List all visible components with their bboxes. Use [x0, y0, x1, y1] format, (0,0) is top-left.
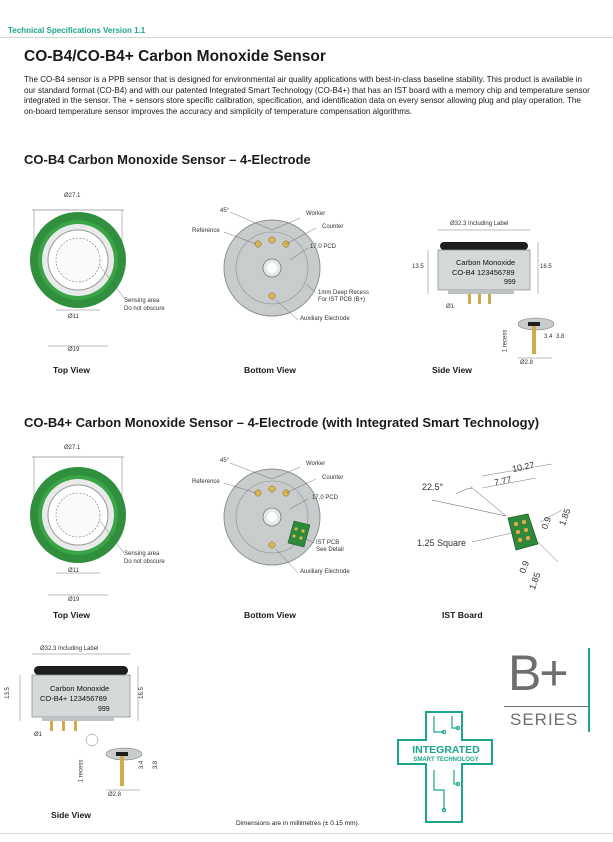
badge-series: SERIES	[510, 710, 579, 729]
s2-side-label3: 999	[98, 706, 110, 713]
s1-bottom-angle: 45°	[220, 208, 230, 214]
s2-bottom-angle: 45°	[220, 458, 230, 464]
s1-side-view-drawing	[427, 229, 555, 359]
header-divider	[0, 37, 613, 38]
s2-bottom-reference: Reference	[192, 479, 220, 485]
s1-top-caption: Top View	[53, 365, 90, 375]
s1-top-d-mid: Ø19	[68, 347, 80, 353]
s1-bottom-pcd: 17,0 PCD	[310, 244, 337, 250]
s1-top-view: Ø27.1 Sensing area Do not obscure Ø11 Ø1…	[24, 190, 184, 375]
badge-letters: B+	[508, 645, 569, 701]
s1-side-pin: Ø1	[446, 304, 455, 310]
intro-paragraph: The CO-B4 sensor is a PPB sensor that is…	[24, 75, 590, 116]
page-title: CO-B4/CO-B4+ Carbon Monoxide Sensor	[24, 48, 326, 65]
s2-bottom-view-drawing	[223, 462, 321, 574]
ist-board-caption: IST Board	[442, 610, 483, 620]
s2-bottom-caption: Bottom View	[244, 610, 296, 620]
s1-side-h1: 13.5	[412, 264, 424, 270]
s1-top-d-inner: Ø11	[68, 314, 79, 320]
doc-version: Technical Specifications Version 1.1	[8, 26, 146, 35]
s2-side-recess: 1 recess	[78, 759, 85, 783]
s1-side-d38: 3.8	[556, 334, 565, 340]
s1-side-d28: Ø2.8	[520, 360, 534, 366]
s1-side-width: Ø32.3 Including Label	[450, 221, 509, 227]
s1-bottom-caption: Bottom View	[244, 365, 296, 375]
s2-top-view: Ø27.1 Sensing area Do not obscure Ø11 Ø1…	[24, 445, 184, 625]
s2-side-d34: 3.4	[139, 760, 146, 770]
s2-top-view-drawing	[30, 456, 126, 596]
s1-side-label1: Carbon Monoxide	[456, 258, 516, 267]
s1-bottom-recess2: For IST PCB (B+)	[318, 297, 366, 303]
s1-side-label2: CO-B4 123456789	[452, 268, 515, 277]
b-plus-series-badge: B+ SERIES	[504, 645, 590, 734]
s1-bottom-worker: Worker	[306, 211, 326, 217]
ist-square: 1.25 Square	[417, 538, 467, 548]
ist-board-drawing	[431, 463, 563, 563]
s2-side-h2: 16.5	[138, 687, 145, 699]
s2-side-d28: Ø2.8	[108, 792, 122, 798]
s2-side-label2: CO-B4+ 123456789	[40, 694, 107, 703]
ist-board-view: 10.27 7.77 22.5° 1.25 Square 0.9 1.85 0.…	[412, 458, 592, 628]
ist-logo-line2: SMART TECHNOLOGY	[413, 757, 479, 763]
badge-divider	[504, 706, 588, 707]
s2-top-caption: Top View	[53, 610, 90, 620]
s2-top-sensing1: Sensing area	[124, 551, 160, 557]
s2-bottom-ist1: IST PCB	[316, 540, 340, 546]
footer-divider	[0, 833, 613, 834]
ist-angle: 22.5°	[422, 482, 444, 492]
s1-side-recess: 1 recess	[502, 329, 509, 353]
s1-top-sensing2: Do not obscure	[124, 306, 165, 312]
s2-top-d-outer: Ø27.1	[64, 445, 81, 451]
section2-heading: CO-B4+ Carbon Monoxide Sensor – 4-Electr…	[24, 415, 540, 430]
s1-side-view: Ø32.3 Including Label 13.5 16.5 Carbon M…	[408, 218, 568, 376]
s2-side-h1: 13.5	[4, 687, 11, 699]
s2-bottom-view: 45° Worker Counter Reference 17,0 PCD IS…	[190, 455, 370, 630]
s2-top-d-mid: Ø19	[68, 597, 80, 603]
ist-logo-cross	[397, 711, 493, 823]
ist-logo: INTEGRATED SMART TECHNOLOGY	[396, 710, 496, 828]
s2-top-d-inner: Ø11	[68, 568, 79, 574]
s2-bottom-pcd: 17,0 PCD	[312, 495, 339, 501]
s1-side-d34: 3.4	[544, 334, 553, 340]
s1-bottom-view-drawing	[223, 211, 321, 321]
ist-logo-line1: INTEGRATED	[412, 744, 480, 756]
s1-side-label3: 999	[504, 279, 516, 286]
s2-bottom-counter: Counter	[322, 475, 344, 481]
s2-side-width: Ø32.3 Including Label	[40, 646, 99, 652]
s2-side-view-drawing	[19, 653, 143, 791]
footer-note: Dimensions are in millimetres (± 0.15 mm…	[236, 820, 360, 827]
s1-bottom-recess1: 1mm Deep Recess	[318, 290, 370, 296]
s2-bottom-ist2: See Detail	[316, 547, 344, 553]
s2-side-pin: Ø1	[34, 732, 43, 738]
s2-side-label1: Carbon Monoxide	[50, 684, 110, 693]
s2-bottom-aux: Auxiliary Electrode	[300, 569, 350, 575]
s1-bottom-view: 45° Worker Counter Reference 17,0 PCD 1m…	[190, 190, 370, 375]
s2-bottom-worker: Worker	[306, 461, 326, 467]
s1-side-caption: Side View	[432, 365, 472, 375]
badge-accent-bar	[588, 648, 590, 732]
s1-top-view-drawing	[30, 209, 126, 347]
s1-top-d-outer: Ø27.1	[64, 193, 81, 199]
s1-side-h2: 16.5	[540, 264, 552, 270]
section1-heading: CO-B4 Carbon Monoxide Sensor – 4-Electro…	[24, 152, 311, 167]
s1-top-sensing1: Sensing area	[124, 298, 160, 304]
s2-side-caption: Side View	[51, 810, 91, 820]
s1-bottom-reference: Reference	[192, 228, 220, 234]
s1-bottom-aux: Auxiliary Electrode	[300, 316, 350, 322]
s2-side-d38: 3.8	[153, 760, 160, 770]
s2-side-view: Ø32.3 Including Label 13.5 16.5 Carbon M…	[4, 640, 176, 825]
s1-bottom-counter: Counter	[322, 224, 344, 230]
s2-top-sensing2: Do not obscure	[124, 559, 165, 565]
